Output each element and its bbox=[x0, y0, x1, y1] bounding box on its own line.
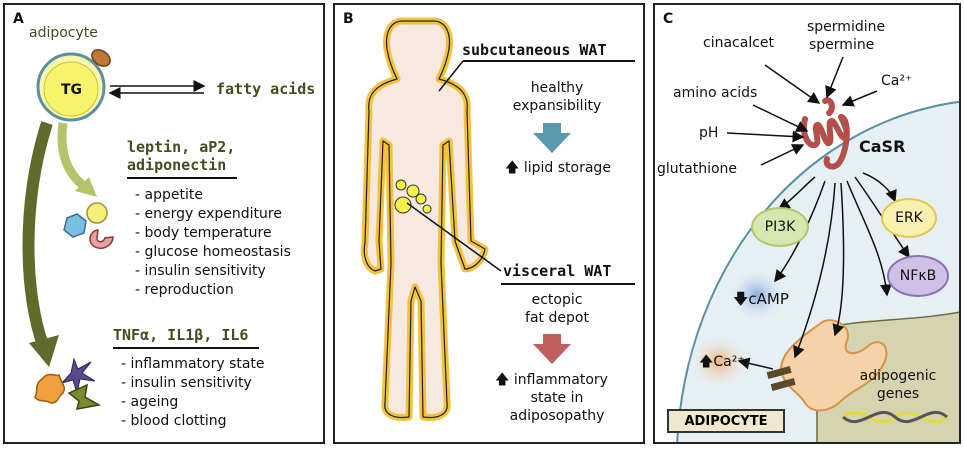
adipocyte-label: adipocyte bbox=[29, 25, 98, 41]
subcutaneous-result-text: lipid storage bbox=[523, 160, 611, 176]
pi3k-node: PI3K bbox=[751, 207, 809, 247]
visceral-divider bbox=[501, 283, 635, 285]
adipokines-function-list: - appetite - energy expenditure - body tem… bbox=[135, 186, 291, 300]
subcutaneous-down-arrow bbox=[533, 123, 571, 153]
subcutaneous-title: subcutaneous WAT bbox=[462, 41, 607, 59]
list-item: - insulin sensitivity bbox=[121, 375, 252, 391]
subcutaneous-desc-line1: healthy bbox=[530, 80, 584, 96]
adipogenic-genes-line2: genes bbox=[876, 386, 920, 402]
subcutaneous-result: 🡅 lipid storage bbox=[505, 159, 611, 177]
extracellular-calcium-label: Ca²⁺ bbox=[881, 73, 913, 89]
panel-a-graphics bbox=[22, 49, 206, 410]
panel-c-graphics bbox=[676, 56, 959, 442]
cinacalcet-label: cinacalcet bbox=[703, 35, 775, 51]
adipocyte-box-label: ADIPOCYTE bbox=[667, 409, 785, 433]
visceral-fat-dot bbox=[395, 179, 407, 191]
list-item: - inflammatory state bbox=[121, 356, 265, 372]
subcutaneous-desc-line2: expansibility bbox=[512, 98, 602, 114]
panel-b-label: B bbox=[343, 11, 354, 27]
list-item: - appetite bbox=[135, 187, 203, 203]
down-arrow-icon: 🡇 bbox=[733, 290, 749, 308]
visceral-title: visceral WAT bbox=[503, 262, 612, 280]
visceral-fat-dot bbox=[415, 193, 427, 205]
camp-node: 🡇cAMP bbox=[733, 290, 789, 308]
cytokine-chevron bbox=[67, 383, 102, 410]
panel-c-label: C bbox=[663, 11, 674, 27]
casr-receptor bbox=[801, 97, 850, 170]
visceral-result-line3: adiposopathy bbox=[509, 408, 605, 424]
erk-node: ERK bbox=[881, 198, 937, 238]
cytokines-divider bbox=[113, 347, 259, 349]
adipokine-hexagon bbox=[63, 213, 87, 238]
list-item: - ageing bbox=[121, 394, 179, 410]
human-silhouette bbox=[360, 17, 489, 421]
adipokines-title-line1: leptin, aP2, bbox=[127, 138, 236, 156]
amino-acids-label: amino acids bbox=[673, 85, 758, 101]
adipogenic-genes-line1: adipogenic bbox=[859, 368, 937, 384]
list-item: - glucose homeostasis bbox=[135, 244, 291, 260]
cytokine-star bbox=[60, 357, 96, 395]
camp-glow bbox=[727, 267, 787, 323]
list-item: - reproduction bbox=[135, 282, 234, 298]
fatty-acids-label: fatty acids bbox=[216, 80, 316, 98]
adipokines-title-line2: adiponectin bbox=[127, 156, 227, 174]
casr-label: CaSR bbox=[859, 137, 906, 156]
visceral-result-line2: state in bbox=[530, 390, 584, 406]
visceral-fat-dot bbox=[422, 204, 432, 214]
nfkb-node: NFκB bbox=[887, 255, 949, 297]
cytokines-function-list: - inflammatory state - insulin sensitivit… bbox=[121, 355, 265, 431]
panel-a-label: A bbox=[13, 11, 24, 27]
glutathione-label: glutathione bbox=[657, 161, 738, 177]
calcium-channel bbox=[766, 365, 792, 379]
list-item: - insulin sensitivity bbox=[135, 263, 266, 279]
adipokine-crescent bbox=[89, 229, 114, 249]
up-arrow-icon: 🡅 bbox=[699, 354, 714, 370]
visceral-desc-line2: fat depot bbox=[525, 310, 589, 326]
cytokine-cross bbox=[34, 373, 66, 404]
spermine-label: spermine bbox=[809, 37, 875, 53]
ph-label: pH bbox=[699, 125, 719, 141]
endoplasmic-reticulum bbox=[780, 319, 888, 412]
panel-b-graphics bbox=[360, 17, 635, 421]
adipokines-divider bbox=[127, 177, 237, 179]
intracellular-calcium-node: 🡅Ca²⁺ bbox=[699, 353, 745, 371]
visceral-desc-line1: ectopic bbox=[531, 292, 583, 308]
camp-label: cAMP bbox=[748, 290, 789, 308]
up-arrow-icon: 🡅 bbox=[505, 160, 520, 176]
cytokines-title: TNFα, IL1β, IL6 bbox=[113, 326, 249, 344]
list-item: - blood clotting bbox=[121, 413, 227, 429]
panel-b: B subcutaneous WAT healthy expansibility… bbox=[333, 3, 645, 444]
calcium-glow bbox=[687, 334, 751, 390]
visceral-down-arrow bbox=[533, 334, 571, 364]
tg-label: TG bbox=[61, 82, 83, 98]
intracellular-calcium-label: Ca²⁺ bbox=[713, 354, 745, 370]
adipocyte-nucleus bbox=[91, 49, 111, 67]
secretion-arrow-dark bbox=[22, 121, 53, 348]
visceral-fat-dot bbox=[406, 184, 420, 198]
list-item: - body temperature bbox=[135, 225, 272, 241]
adipokine-circle bbox=[86, 202, 108, 224]
adipocyte-lipid-droplet bbox=[43, 61, 99, 117]
up-arrow-icon: 🡅 bbox=[495, 372, 510, 388]
secretion-arrow-light bbox=[57, 122, 88, 191]
panel-c: C spermidine spermine cinacalcet Ca²⁺ am… bbox=[653, 3, 961, 444]
spermidine-label: spermidine bbox=[807, 19, 886, 35]
visceral-result-line1-text: inflammatory bbox=[513, 372, 608, 388]
panel-a: A adipocyte TG fatty acids leptin, aP2, … bbox=[3, 3, 325, 444]
list-item: - energy expenditure bbox=[135, 206, 282, 222]
visceral-result-line1: 🡅 inflammatory bbox=[495, 371, 608, 389]
